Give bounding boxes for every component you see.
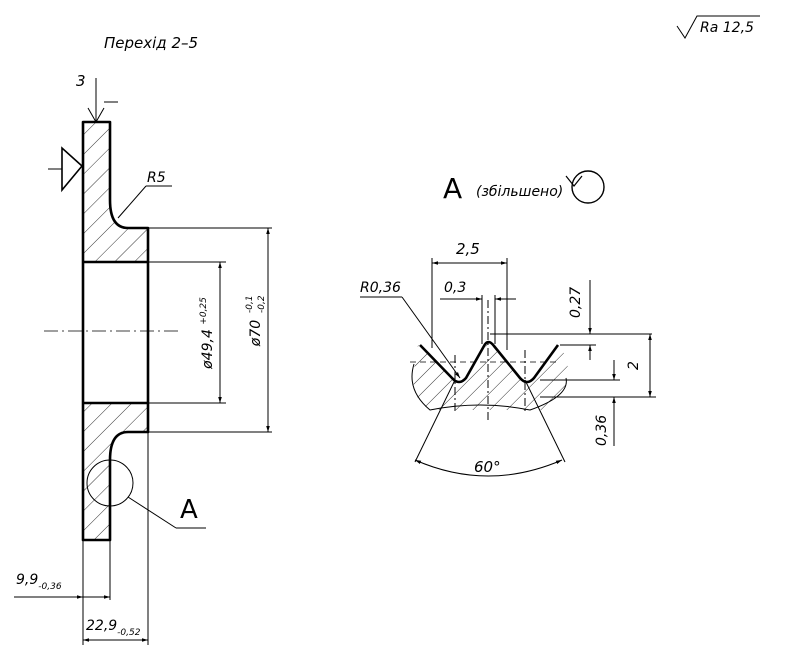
thread-depth: 2	[626, 361, 642, 370]
fillet-radius-callout: R5	[117, 170, 172, 219]
fillet-radius-text: R5	[147, 170, 166, 186]
roughness-value: Ra 12,5	[700, 20, 754, 36]
feed-mark-text: 3	[76, 72, 86, 90]
outer-diameter-tol-lower: -0,2	[257, 295, 267, 313]
part-section: 3 R5 ø49,4 +0,25 ø70 -0,1 -0,2	[14, 72, 272, 645]
roughness-sign: Ra 12,5	[676, 15, 760, 39]
thread-pitch: 2,5	[456, 240, 480, 258]
thread-angle: 60°	[474, 458, 501, 476]
datum-triangle	[61, 146, 84, 193]
operation-title: Перехід 2–5	[104, 34, 198, 52]
thread-flat: 0,3	[444, 280, 466, 296]
thread-profile	[419, 340, 560, 384]
detail-view-note: (збільшено)	[476, 184, 563, 200]
rotation-symbol	[571, 170, 605, 204]
bore-diameter: ø49,4 +0,25	[199, 297, 216, 370]
outer-diameter-tol-upper: -0,1	[245, 295, 255, 313]
detail-callout-letter: A	[180, 495, 198, 525]
upper-section-hatch	[83, 122, 148, 262]
width-dim-2: 22,9-0,52	[86, 618, 141, 638]
detail-circle	[86, 459, 134, 507]
thread-section-hatch	[413, 342, 568, 410]
thread-detail-view: A (збільшено) 60° 2,5 0,3	[360, 170, 656, 477]
thread-root-radius: R0,36	[360, 280, 401, 296]
width-dim-1: 9,9-0,36	[16, 572, 62, 592]
thread-root-height: 0,36	[594, 415, 610, 446]
detail-view-letter: A	[443, 172, 462, 205]
outer-diameter: ø70	[248, 320, 264, 347]
thread-crest-height: 0,27	[568, 287, 584, 318]
feed-mark: 3	[76, 72, 118, 124]
lower-section-hatch	[83, 403, 148, 540]
